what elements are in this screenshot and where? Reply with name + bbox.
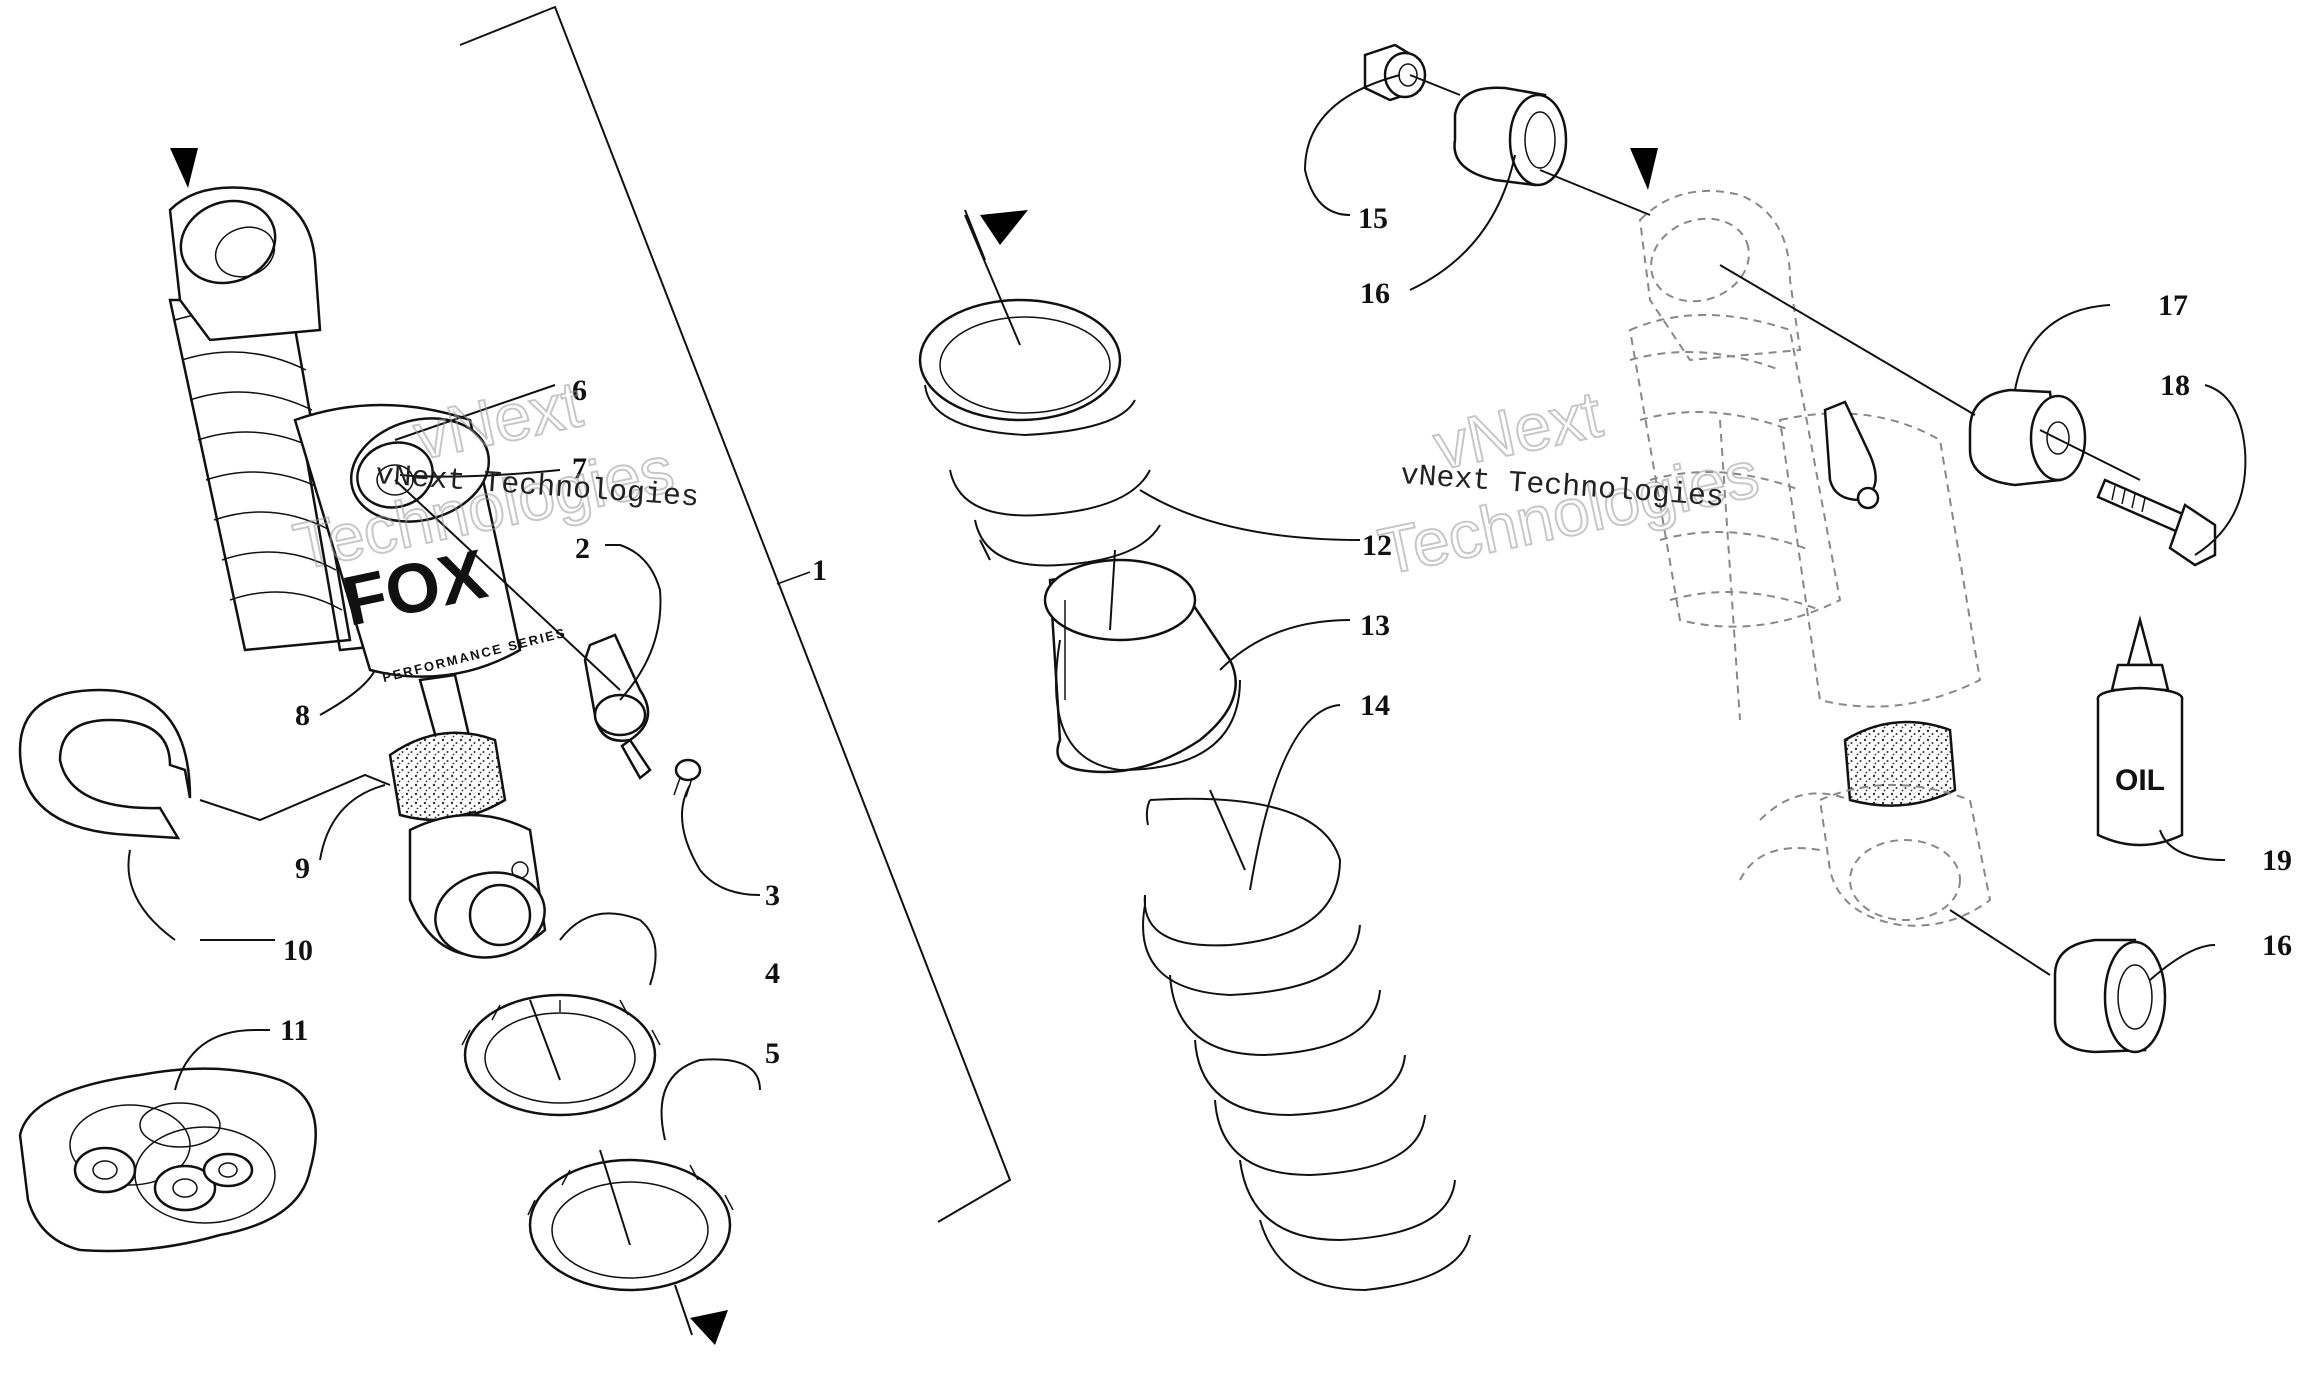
main-spring (1142, 797, 1471, 1292)
spring-lock-ring (461, 993, 661, 1117)
compression-knob (583, 633, 652, 780)
callout-15: 15 (1358, 202, 1388, 235)
callout-11: 11 (280, 1014, 308, 1047)
callout-14: 14 (1360, 689, 1390, 722)
oil-bottle-label: OIL (2115, 764, 2165, 797)
assembly-bracket (459, 5, 1012, 1223)
spring-adjuster-ring (527, 1158, 734, 1292)
spring-spacer (1043, 558, 1241, 774)
orientation-arrows (170, 148, 1658, 1345)
callout-16-upper: 16 (1360, 277, 1390, 310)
bushing-lower (2053, 938, 2167, 1054)
arrow-right-top (1630, 148, 1658, 190)
callout-3: 3 (765, 879, 780, 912)
callout-5: 5 (765, 1037, 780, 1070)
callout-4: 4 (765, 957, 780, 990)
arrow-top-center (980, 210, 1028, 245)
hex-nut (1363, 43, 1427, 102)
seal-kit-bag (18, 1067, 317, 1253)
spring-retainer-clip (18, 688, 192, 840)
callout-8: 8 (295, 699, 310, 732)
callout-18: 18 (2160, 369, 2190, 402)
callout-12: 12 (1362, 529, 1392, 562)
callout-10: 10 (283, 934, 313, 967)
callout-6: 6 (572, 374, 587, 407)
arrow-bottom (690, 1310, 728, 1345)
callout-1: 1 (812, 554, 827, 587)
callout-2: 2 (575, 532, 590, 565)
oil-bottle: OIL (2096, 615, 2184, 847)
callout-17: 17 (2158, 289, 2188, 322)
arrow-top-left (170, 148, 198, 188)
ghost-shock-reference (1628, 189, 1992, 927)
callout-13: 13 (1360, 609, 1390, 642)
callout-7: 7 (572, 452, 587, 485)
upper-spring (918, 298, 1161, 567)
shock-absorber-assembly: FOX PERFORMANCE SERIES (168, 186, 568, 959)
bushing-upper (1453, 86, 1568, 187)
callout-19: 19 (2262, 844, 2292, 877)
shock-body-ribs (174, 311, 343, 611)
callout-16-lower: 16 (2262, 929, 2292, 962)
callout-labels: 1 2 3 4 5 6 7 8 9 10 11 12 13 14 15 16 1… (280, 202, 2292, 1070)
spacer-sleeve (1968, 388, 2087, 487)
bump-stop-foam (388, 731, 507, 822)
watermark-right: vNext Technologies vNext Technologies (1372, 375, 1766, 589)
callout-9: 9 (295, 852, 310, 885)
leader-lines (127, 74, 2247, 1246)
